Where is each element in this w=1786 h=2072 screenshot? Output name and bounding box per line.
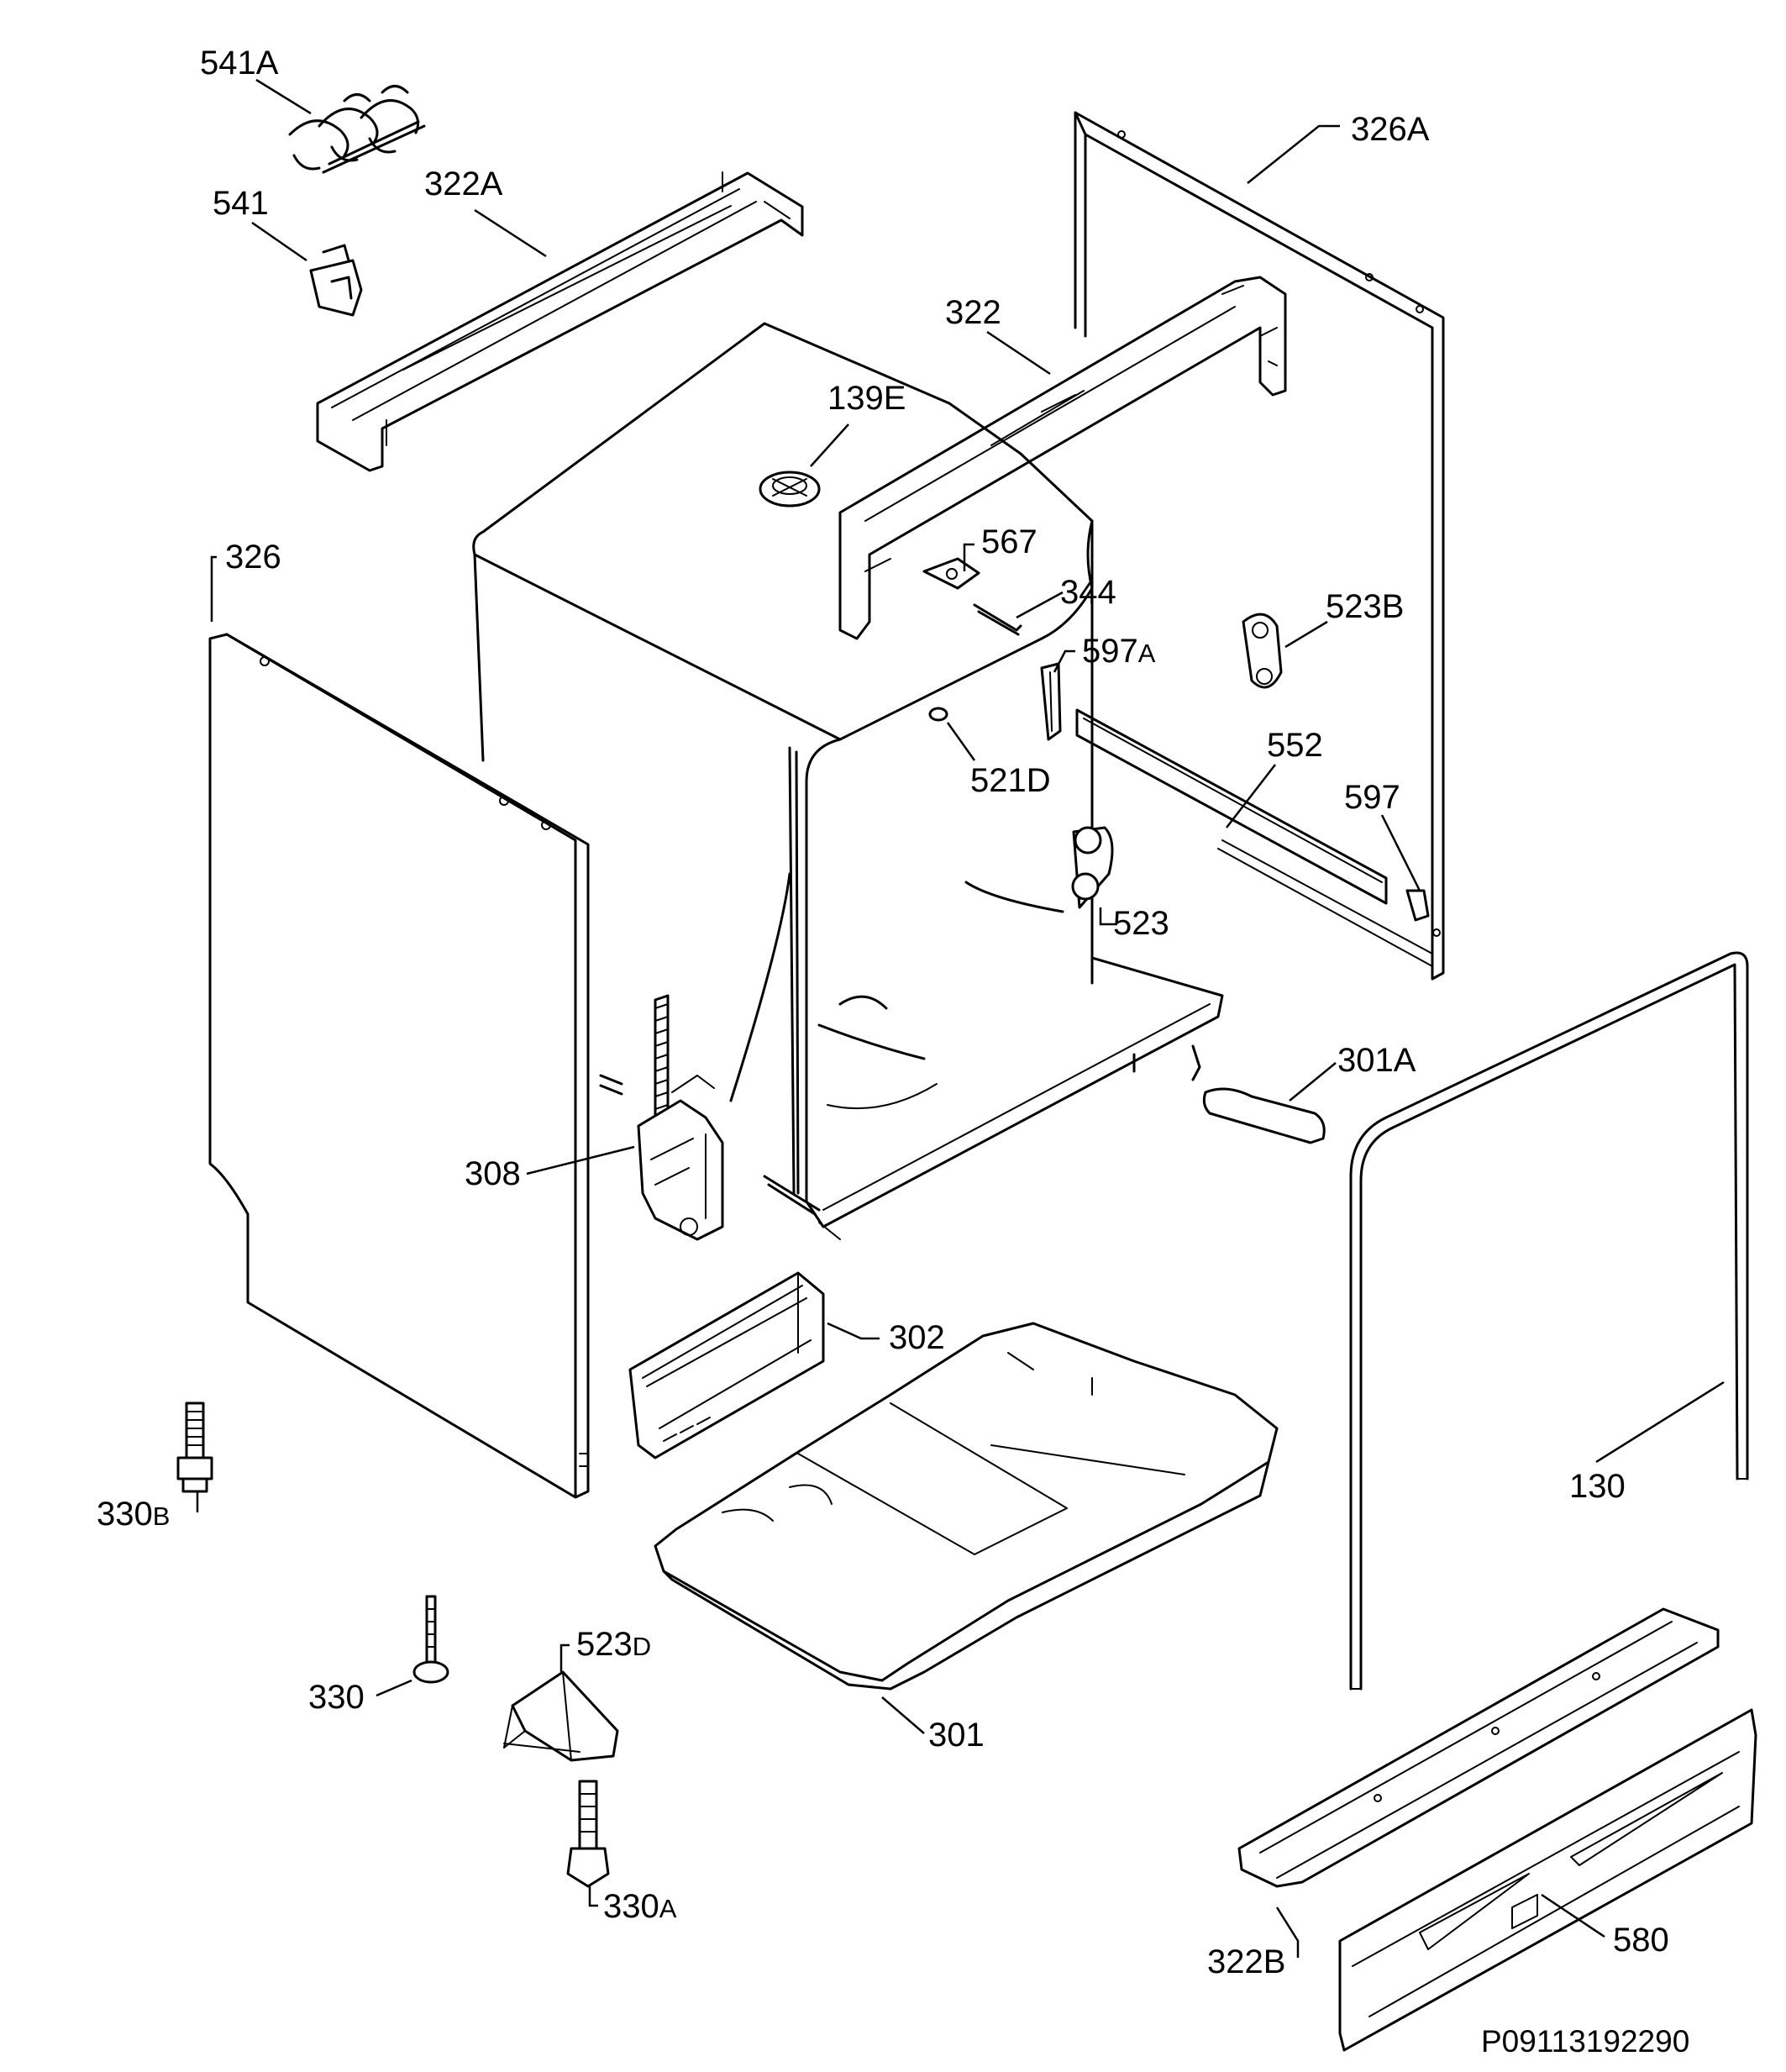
part-597A: [1040, 662, 1062, 741]
part-597: [1405, 889, 1430, 922]
label-326A: 326A: [1351, 111, 1430, 148]
label-597A-number: 597: [1082, 633, 1138, 670]
part-326A-side-panel: [1074, 111, 1445, 981]
label-130: 130: [1569, 1468, 1626, 1505]
label-322: 322: [945, 294, 1001, 331]
label-552: 552: [1267, 727, 1323, 764]
label-330A: 330A: [603, 1888, 677, 1925]
label-523D-number: 523: [576, 1626, 633, 1663]
part-tub-body: [472, 322, 1224, 1240]
part-139E: [759, 471, 821, 507]
part-330-screw: [412, 1595, 449, 1684]
part-330A-bolt: [566, 1780, 610, 1888]
part-301A: [1202, 1087, 1326, 1144]
label-344: 344: [1060, 574, 1116, 611]
part-523: [1071, 826, 1114, 909]
part-301-base: [654, 1322, 1279, 1691]
part-322-top-frame: [838, 276, 1287, 640]
label-330B-suffix: B: [153, 1501, 171, 1531]
label-308: 308: [465, 1155, 521, 1192]
label-597: 597: [1344, 779, 1400, 816]
label-330B-number: 330: [97, 1496, 153, 1533]
document-id: P09113192290: [1481, 2024, 1689, 2059]
part-521D: [928, 707, 948, 722]
label-597A-suffix: A: [1138, 639, 1156, 668]
label-330A-suffix: A: [659, 1894, 677, 1923]
part-330B-bolt: [176, 1401, 213, 1493]
part-130-gasket: [1349, 951, 1749, 1691]
part-552-rail: [1075, 708, 1388, 905]
label-139E: 139E: [827, 380, 906, 417]
label-567: 567: [981, 523, 1037, 560]
part-523B: [1242, 613, 1283, 689]
label-580: 580: [1613, 1922, 1669, 1959]
label-521D: 521D: [970, 762, 1051, 799]
label-523D-suffix: D: [633, 1632, 651, 1661]
label-523B: 523B: [1326, 588, 1404, 625]
part-344: [973, 603, 1022, 636]
label-326: 326: [225, 539, 281, 576]
part-541-clip: [309, 244, 363, 317]
label-597A: 597A: [1082, 633, 1156, 670]
part-541A-clamp: [288, 85, 426, 174]
label-301A: 301A: [1337, 1042, 1416, 1079]
part-523D: [503, 1670, 619, 1762]
part-322B-rail: [1237, 1607, 1720, 1888]
label-322A: 322A: [424, 166, 503, 202]
label-523: 523: [1113, 905, 1169, 942]
part-326-side-panel: [208, 633, 590, 1499]
label-301: 301: [928, 1717, 985, 1754]
label-330A-number: 330: [603, 1888, 659, 1925]
part-308-hinge: [599, 994, 724, 1241]
label-330B: 330B: [97, 1496, 170, 1533]
label-330: 330: [308, 1679, 365, 1716]
label-541: 541: [213, 185, 269, 222]
part-567: [922, 557, 980, 590]
label-541A: 541A: [200, 45, 279, 82]
part-labels: 541A 541 322A 326A 322 139E 567 344 523B…: [97, 45, 1669, 1980]
label-322B: 322B: [1207, 1943, 1285, 1980]
part-580: [1338, 1708, 1757, 2052]
leader-lines: [196, 78, 1725, 1958]
label-523D: 523D: [576, 1626, 651, 1663]
part-322A-rail: [316, 171, 804, 472]
part-302: [628, 1271, 825, 1459]
label-302: 302: [889, 1319, 945, 1356]
